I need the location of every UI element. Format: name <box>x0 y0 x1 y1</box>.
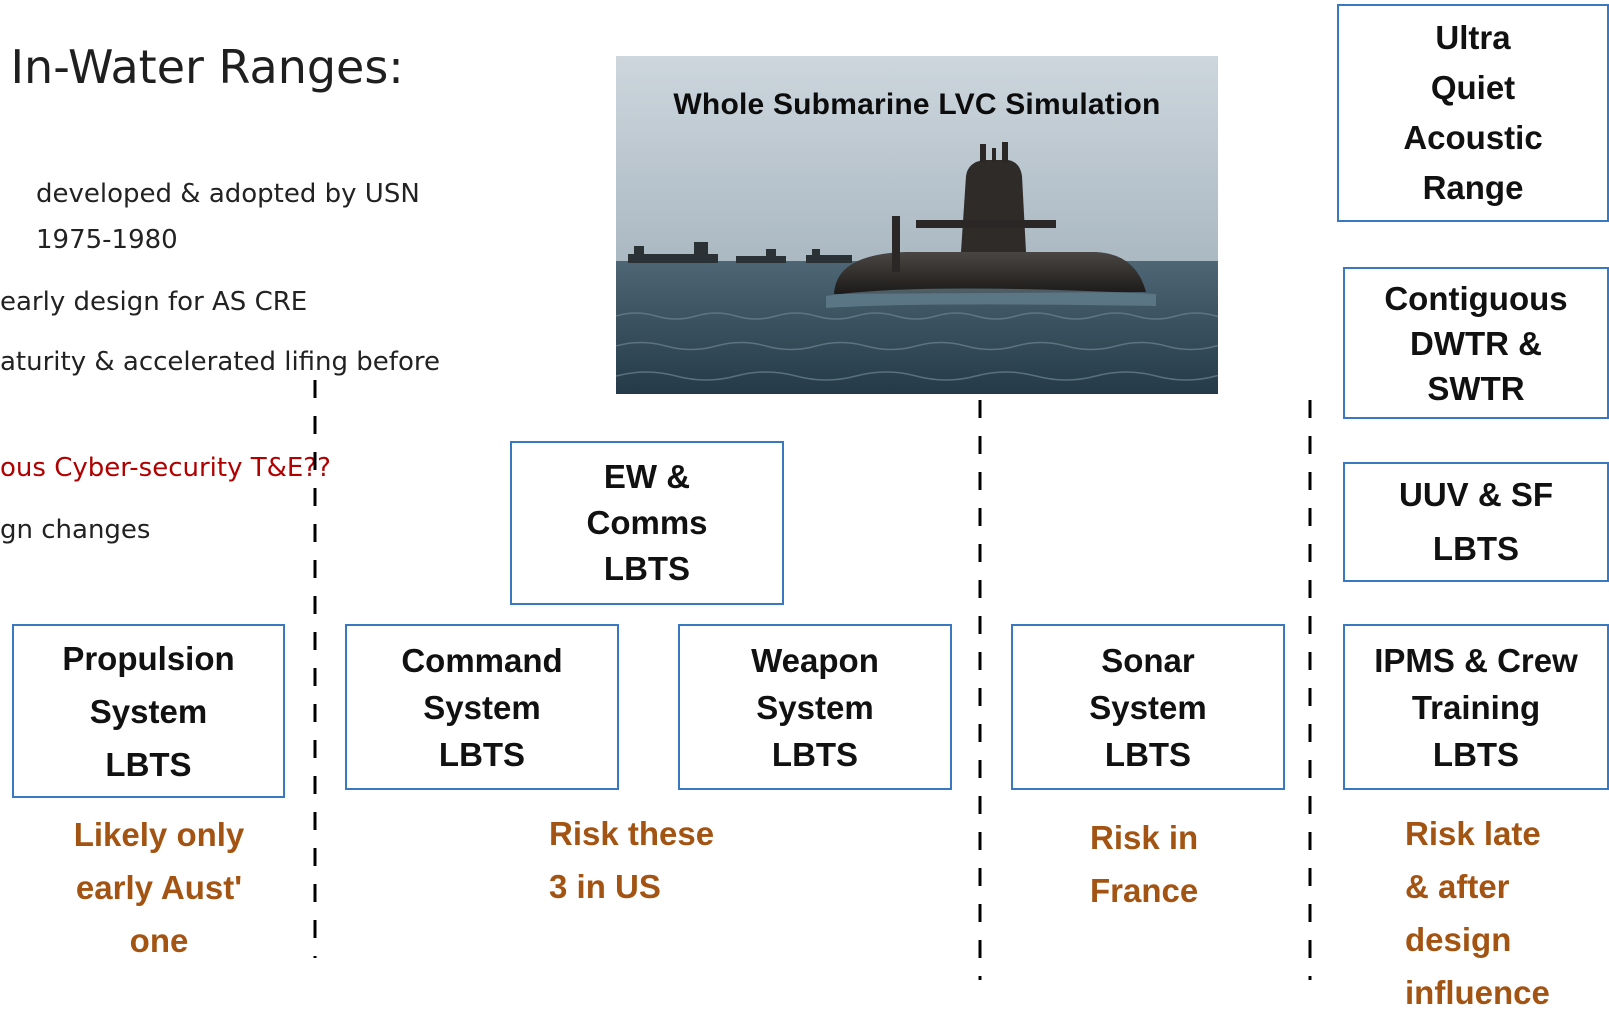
sonar-system-lbts-box: Sonar System LBTS <box>1011 624 1285 790</box>
submarine-illustration <box>616 56 1218 394</box>
ew-comms-lbts-box: EW & Comms LBTS <box>510 441 784 605</box>
bullet-text: gn changes <box>0 515 151 545</box>
caption-us: Risk these 3 in US <box>549 815 715 905</box>
bullet-text: 1975-1980 <box>36 225 178 255</box>
propulsion-system-lbts-box: Propulsion System LBTS <box>12 624 285 798</box>
caption-late: Risk late & after design influence <box>1405 815 1550 1011</box>
bullet-text: aturity & accelerated lifing before <box>0 347 440 377</box>
submarine-photo: Whole Submarine LVC Simulation <box>616 56 1218 394</box>
ultra-quiet-acoustic-range-box: Ultra Quiet Acoustic Range <box>1337 4 1609 222</box>
weapon-system-lbts-box: Weapon System LBTS <box>678 624 952 790</box>
caption-france: Risk in France <box>1090 819 1199 909</box>
photo-title: Whole Submarine LVC Simulation <box>673 88 1161 121</box>
bullet-text-cyber: ous Cyber-security T&E?? <box>0 453 331 483</box>
uuv-sf-lbts-box: UUV & SF LBTS <box>1343 462 1609 582</box>
ipms-crew-training-lbts-box: IPMS & Crew Training LBTS <box>1343 624 1609 790</box>
bullet-text: early design for AS CRE <box>0 287 308 317</box>
caption-aust: Likely only early Aust' one <box>73 816 245 959</box>
contiguous-dwtr-swtr-box: Contiguous DWTR & SWTR <box>1343 267 1609 419</box>
command-system-lbts-box: Command System LBTS <box>345 624 619 790</box>
slide-heading: & In-Water Ranges: <box>0 40 404 94</box>
bullet-text: developed & adopted by USN <box>36 179 420 209</box>
